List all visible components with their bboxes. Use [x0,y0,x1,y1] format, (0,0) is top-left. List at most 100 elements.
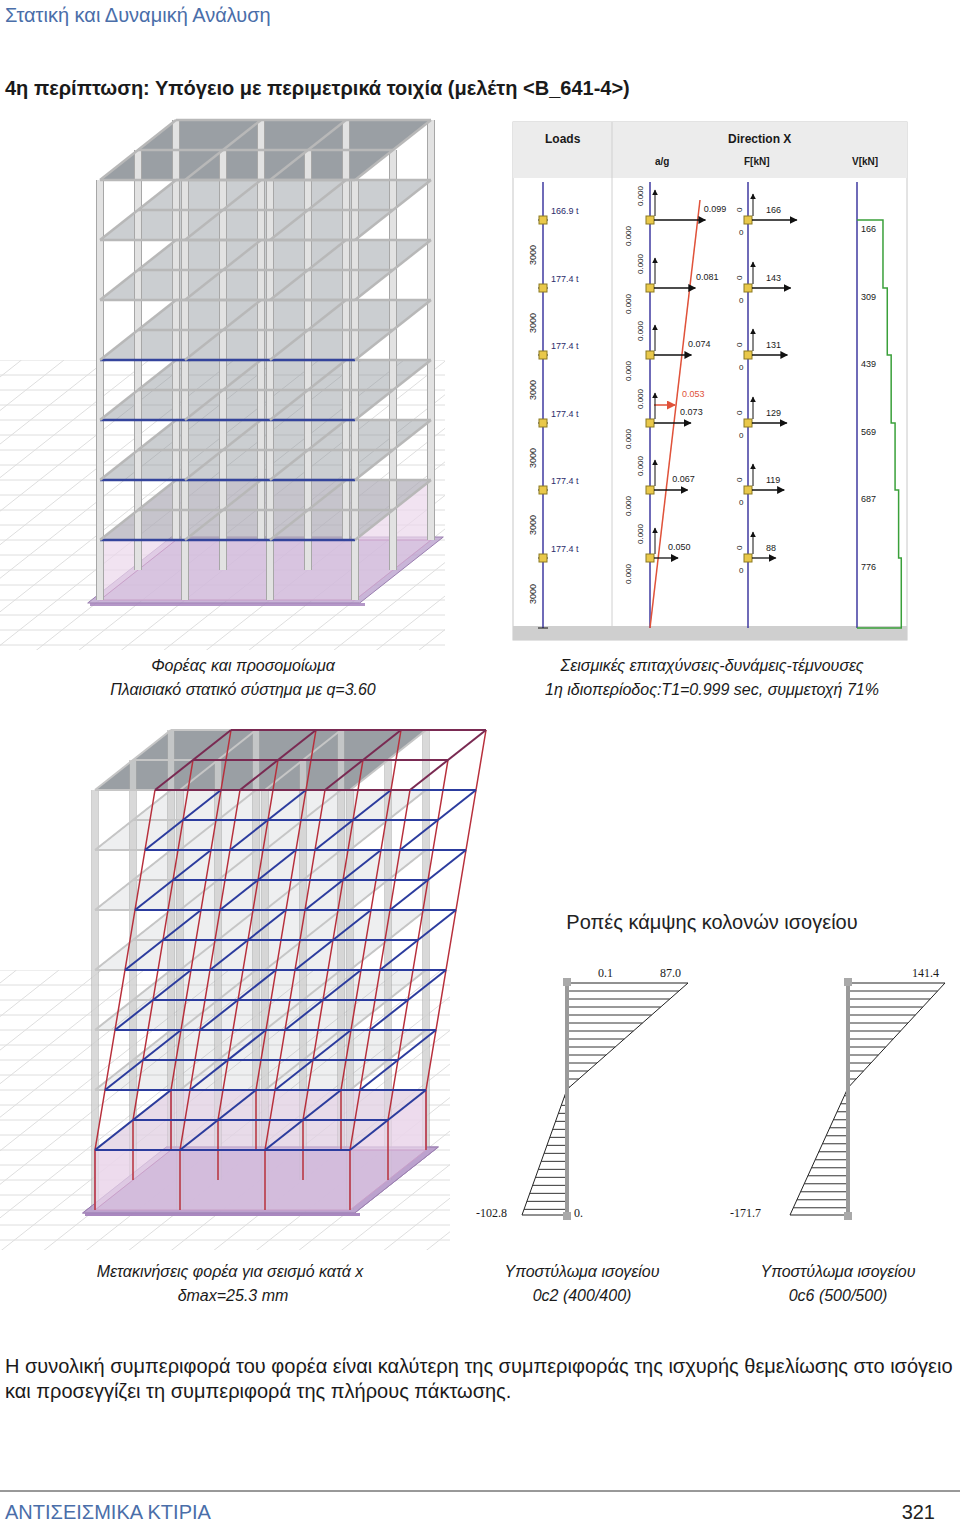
moment-hatch [848,1007,923,1008]
beam [100,300,176,360]
beam [145,849,400,851]
force-arrow [752,422,787,423]
moment-diagram [790,978,945,1220]
acceleration-value: 0.067 [672,474,695,485]
force-arrow [752,489,784,490]
force-arrow [752,219,797,220]
zero-value: 0 [739,363,743,373]
running-header: Στατική και Δυναμική Ανάλυση [5,3,271,27]
zero-value: 0 [735,208,745,212]
column-end [844,978,852,986]
moment-hatch [527,1201,567,1202]
beam [355,180,431,240]
force-value: 166 [766,205,781,216]
foundation-edge [90,603,365,606]
node-marker [744,419,752,427]
zero-value: 0.000 [636,389,646,409]
beam [270,300,346,360]
acceleration-value: 0.073 [680,407,703,418]
node-marker [646,216,654,224]
zero-value: 0.000 [636,186,646,206]
force-value: 88 [766,543,776,554]
figure-caption: δmax=25.3 mm [178,1286,289,1305]
shear-value: 166 [861,224,876,235]
moment-hatch [848,1063,871,1064]
acceleration-arrow [654,557,678,558]
beam [400,790,476,850]
moment-hatch [553,1129,567,1130]
beam [210,910,286,970]
beam [100,480,176,540]
beam [100,479,355,482]
zero-value: 0.000 [636,524,646,544]
body-paragraph: Η συνολική συμπεριφορά του φορέα είναι κ… [5,1354,957,1404]
moment-hatch [567,1047,615,1048]
acceleration-arrow [654,489,688,490]
force-arrow [753,262,754,284]
beam [305,850,381,910]
moment-hatch [804,1183,848,1184]
beam [270,240,346,300]
beam [95,1090,171,1150]
moment-value: 141.4 [912,966,939,980]
beam [100,360,176,420]
figure-caption: Μετακινήσεις φορέα για σεισμό κατά x [97,1262,364,1281]
force-value: 129 [766,408,781,419]
beam [270,480,346,540]
loads-panel [513,122,907,640]
floor-slab [100,480,431,540]
force-arrow [753,397,754,419]
beam [100,299,355,302]
node-marker [539,486,547,494]
node-marker [539,216,547,224]
beam [185,180,261,240]
zero-value: 0 [735,546,745,550]
floor-mass: 166.9 t [551,206,579,217]
grid-line [0,1240,450,1241]
beam [100,180,176,240]
column-heading: F[kN] [744,156,770,168]
zero-value: 0.000 [624,429,634,449]
beam [145,790,221,850]
beam [185,420,261,480]
moment-diagram [522,978,688,1220]
force-value: 143 [766,273,781,284]
beam [285,970,361,1030]
zero-value: 0.000 [624,496,634,516]
beam [125,910,201,970]
beam [138,149,393,152]
panel-header-band [513,122,907,178]
figure-caption: 0c6 (500/500) [789,1286,888,1305]
moment-hatch [815,1159,848,1160]
floor-mass: 177.4 t [551,341,579,352]
panel-heading: Direction X [728,132,791,146]
beam [275,1030,351,1090]
floor-slab [100,180,431,240]
shear-diagram [857,220,901,628]
node-marker [646,284,654,292]
beam [135,850,211,910]
beam [265,1090,341,1150]
zero-value: 0 [739,566,743,576]
beam [230,790,306,850]
moment-hatch [808,1175,848,1176]
beam [360,1030,436,1090]
beam [155,730,231,790]
beam [220,850,296,910]
beam [185,480,261,540]
section-title: 4η περίπτωση: Υπόγειο με περιμετρικά τοι… [5,76,630,100]
zero-value: 0.000 [624,226,634,246]
beam [95,730,171,790]
zero-value: 0 [739,228,743,238]
acceleration-arrow [655,460,656,486]
beam [155,789,410,791]
figure-heading: Ροπές κάμψης κολονών ισογείου [566,910,857,934]
zero-value: 0 [735,343,745,347]
node-marker [646,351,654,359]
figure-caption: 1η ιδιοπερίοδος:T1=0.999 sec, συμμετοχή … [545,680,879,699]
node-marker [744,554,752,562]
moment-hatch [819,1151,848,1152]
deformed-structure [0,730,960,1360]
grid-line [0,360,107,650]
